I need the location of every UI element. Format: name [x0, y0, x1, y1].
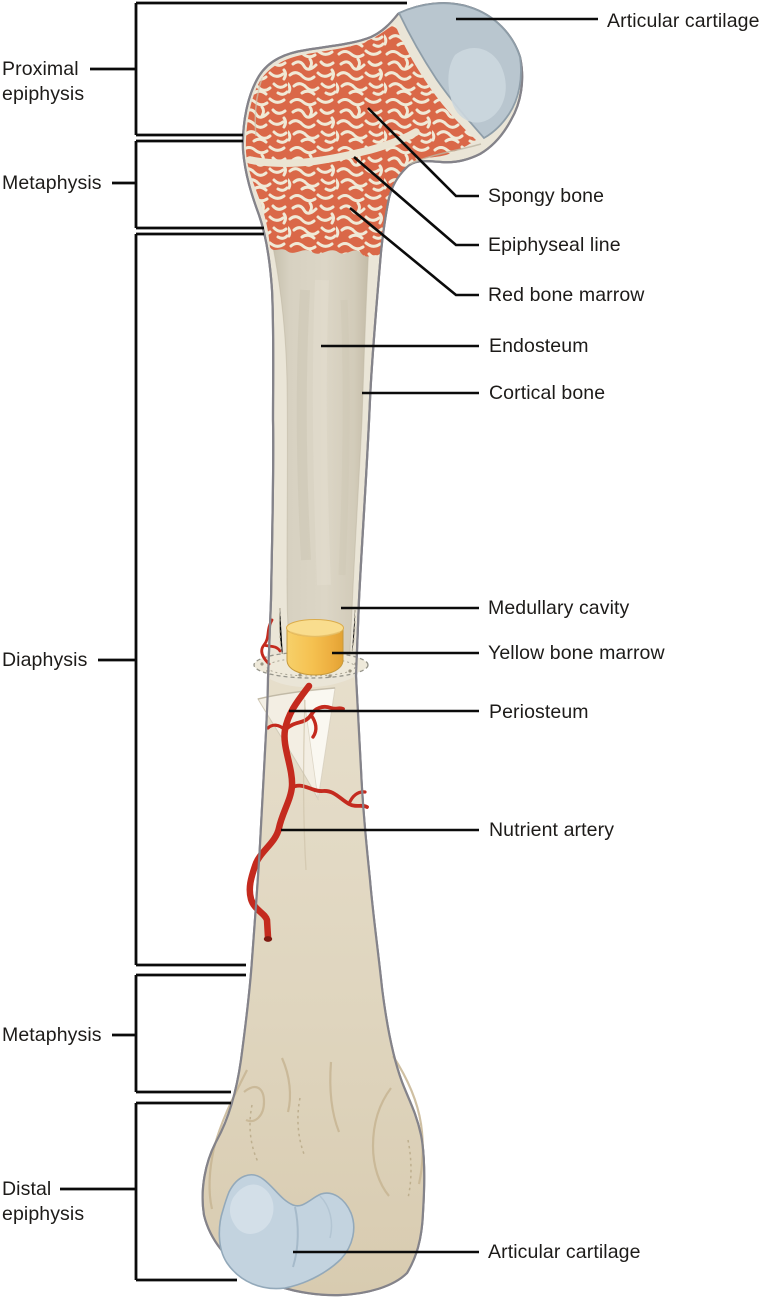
label-endosteum: Endosteum	[489, 335, 589, 357]
label-red-bone-marrow: Red bone marrow	[488, 284, 645, 306]
articular-cartilage-distal	[218, 1174, 355, 1290]
label-nutrient-artery: Nutrient artery	[489, 819, 615, 841]
label-distal-epiphysis: Distal epiphysis	[2, 1178, 85, 1225]
label-diaphysis: Diaphysis	[2, 649, 88, 671]
medullary-cavity	[271, 236, 370, 665]
bracket-metaphysis-upper	[112, 139, 264, 230]
bracket-diaphysis	[98, 232, 264, 967]
head-underside-crease	[409, 143, 482, 165]
trochanter-crease	[254, 77, 263, 137]
label-articular-cartilage-top: Articular cartilage	[607, 10, 760, 32]
label-epiphyseal-line: Epiphyseal line	[488, 234, 621, 256]
distal-shaft-surface	[202, 676, 425, 1296]
label-yellow-bone-marrow: Yellow bone marrow	[488, 642, 665, 664]
bracket-proximal-epiphysis	[90, 1, 407, 137]
region-brackets	[60, 1, 407, 1282]
leader-epiphyseal-line	[353, 156, 479, 247]
label-articular-cartilage-bottom: Articular cartilage	[488, 1241, 641, 1263]
leader-red-bone-marrow	[349, 206, 479, 297]
bracket-metaphysis-lower	[112, 973, 246, 1094]
leader-lines	[281, 17, 598, 1254]
label-spongy-bone: Spongy bone	[488, 185, 605, 207]
bracket-distal-epiphysis	[60, 1101, 237, 1282]
yellow-bone-marrow-plug	[286, 619, 344, 676]
label-proximal-epiphysis: Proximal epiphysis	[2, 58, 85, 105]
label-medullary-cavity: Medullary cavity	[488, 597, 630, 619]
label-periosteum: Periosteum	[489, 701, 589, 723]
leader-spongy-bone	[367, 107, 479, 198]
nutrient-artery-vessel	[246, 682, 369, 942]
label-cortical-bone: Cortical bone	[489, 382, 606, 404]
label-metaphysis-lower: Metaphysis	[2, 1024, 102, 1046]
label-metaphysis-upper: Metaphysis	[2, 172, 102, 194]
articular-cartilage-proximal	[397, 2, 522, 140]
